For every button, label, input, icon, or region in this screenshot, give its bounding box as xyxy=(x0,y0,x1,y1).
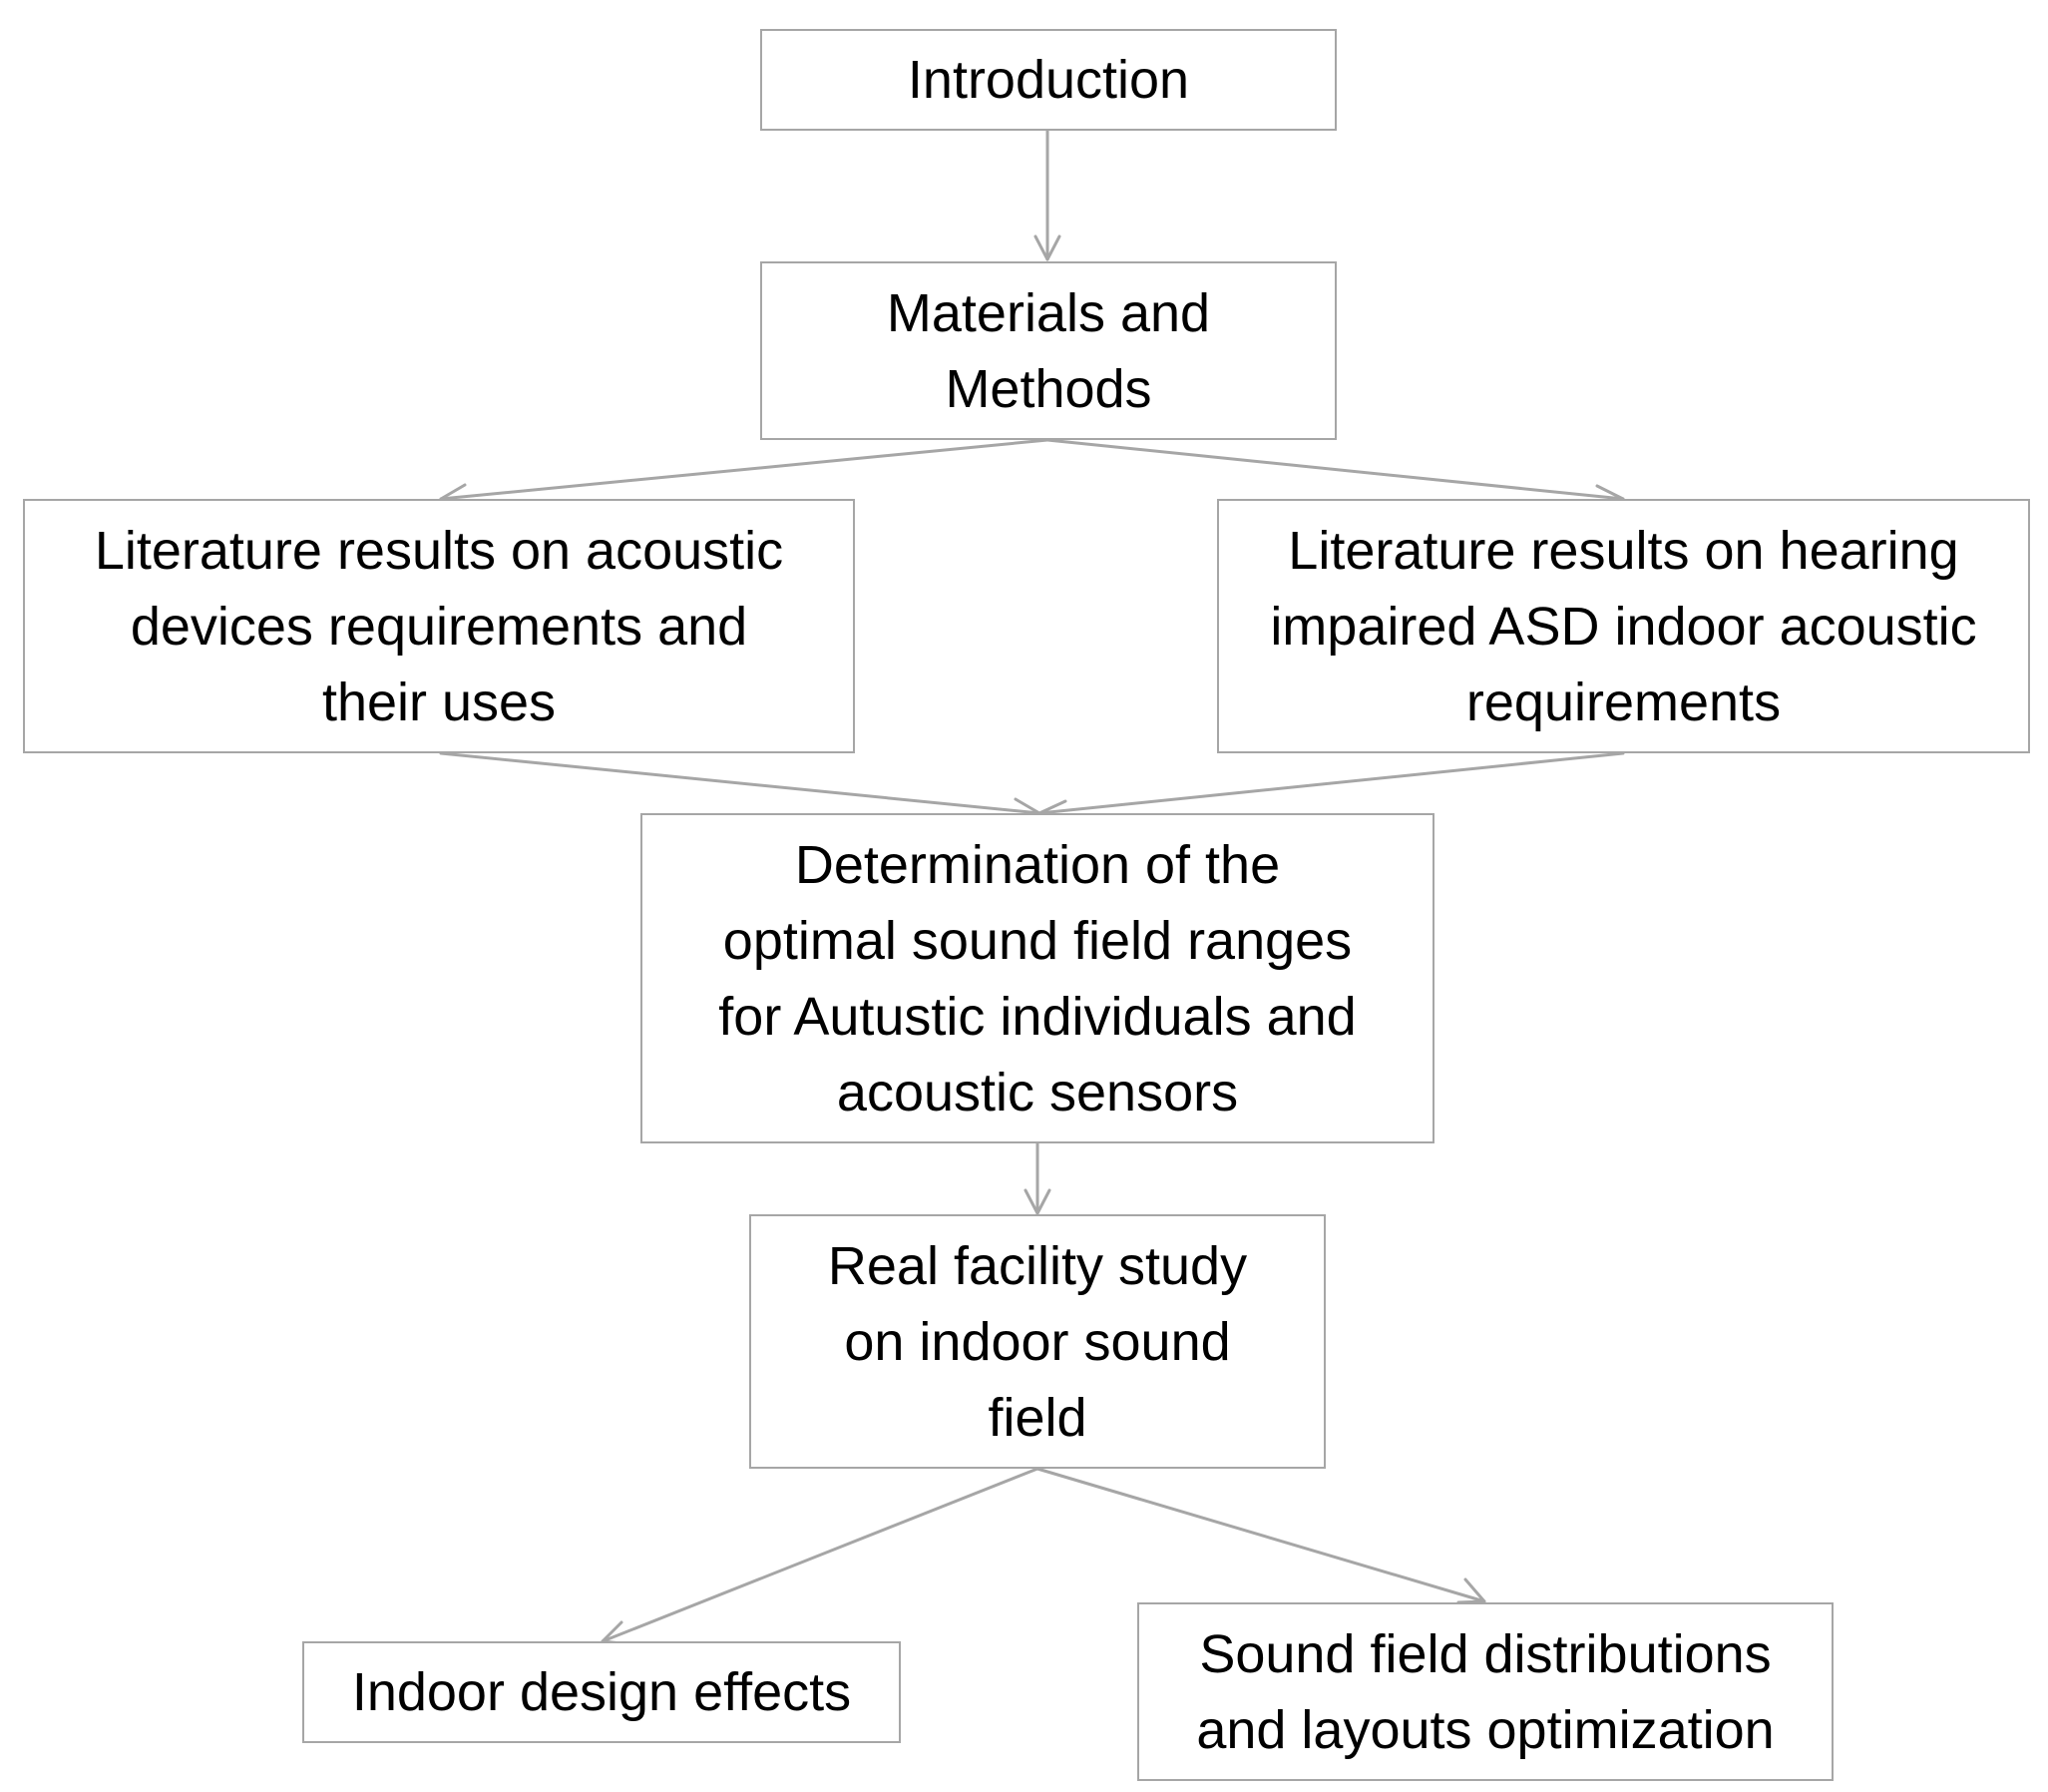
node-real-facility-line-1: Real facility study xyxy=(827,1235,1248,1296)
node-lit-devices-line-1: Literature results on acoustic xyxy=(94,520,784,581)
node-determination: Determination of the optimal sound field… xyxy=(640,813,1434,1143)
node-materials-methods: Materials and Methods xyxy=(760,261,1337,440)
node-introduction: Introduction xyxy=(760,29,1337,131)
node-lit-devices-line-2: devices requirements and xyxy=(130,596,748,657)
node-determination-line-4: acoustic sensors xyxy=(836,1062,1239,1122)
node-lit-hearing-line-1: Literature results on hearing xyxy=(1288,520,1959,581)
node-real-facility-line-2: on indoor sound xyxy=(844,1311,1231,1372)
node-lit-hearing: Literature results on hearing impaired A… xyxy=(1217,499,2030,753)
node-determination-line-3: for Autustic individuals and xyxy=(718,986,1357,1047)
node-real-facility-line-3: field xyxy=(988,1387,1087,1448)
arrow-introduction-to-materials xyxy=(1033,129,1061,261)
node-real-facility: Real facility study on indoor sound fiel… xyxy=(749,1214,1326,1469)
node-lit-devices-line-3: their uses xyxy=(321,672,557,732)
arrow-real-facility-to-sound-field-dist xyxy=(1035,1467,1486,1604)
node-sound-field-dist: Sound field distributions and layouts op… xyxy=(1137,1602,1834,1781)
node-materials-methods-line-1: Materials and xyxy=(886,282,1211,343)
arrow-real-facility-to-indoor-design xyxy=(601,1467,1039,1646)
arrow-determination-to-real-facility xyxy=(1024,1141,1051,1215)
node-materials-methods-line-2: Methods xyxy=(945,358,1152,419)
node-lit-hearing-line-2: impaired ASD indoor acoustic xyxy=(1270,596,1977,657)
node-lit-devices: Literature results on acoustic devices r… xyxy=(23,499,855,753)
node-indoor-design: Indoor design effects xyxy=(302,1641,901,1743)
node-sound-field-dist-line-2: and layouts optimization xyxy=(1196,1699,1775,1760)
node-lit-hearing-line-3: requirements xyxy=(1465,672,1782,732)
node-determination-line-2: optimal sound field ranges xyxy=(722,910,1353,971)
node-introduction-line-1: Introduction xyxy=(907,50,1190,110)
node-determination-line-1: Determination of the xyxy=(794,834,1281,895)
node-indoor-design-line-1: Indoor design effects xyxy=(351,1662,852,1722)
node-sound-field-dist-line-1: Sound field distributions xyxy=(1199,1623,1772,1684)
